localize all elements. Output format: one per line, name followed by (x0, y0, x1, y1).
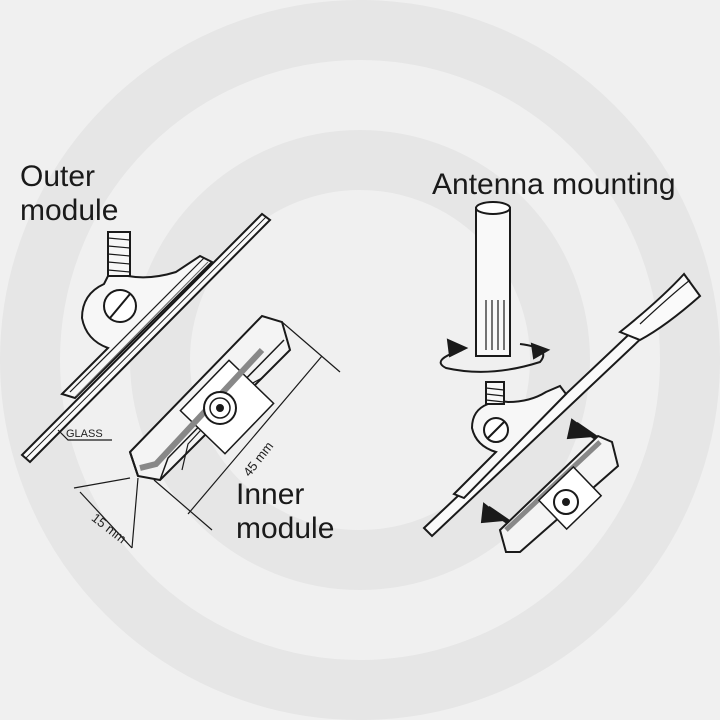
rotation-arrow (439, 338, 551, 373)
inner-module-label: Inner module (236, 478, 335, 545)
antenna-rod (475, 201, 511, 357)
left-assembly (20, 212, 341, 549)
antenna-mounting-label: Antenna mounting (432, 168, 676, 201)
right-outer-bracket (452, 384, 568, 500)
right-stud (485, 381, 505, 405)
glass-label: GLASS (66, 428, 103, 440)
outer-module-stud (107, 231, 131, 277)
right-screw (483, 417, 509, 443)
dimension-lines (73, 321, 341, 549)
right-assembly (422, 201, 702, 553)
inner-module-body (128, 314, 292, 482)
right-inner-module (498, 434, 620, 553)
glass-leader (57, 429, 112, 441)
outer-module-screw (103, 289, 137, 323)
outer-module-label: Outer module (20, 160, 119, 227)
